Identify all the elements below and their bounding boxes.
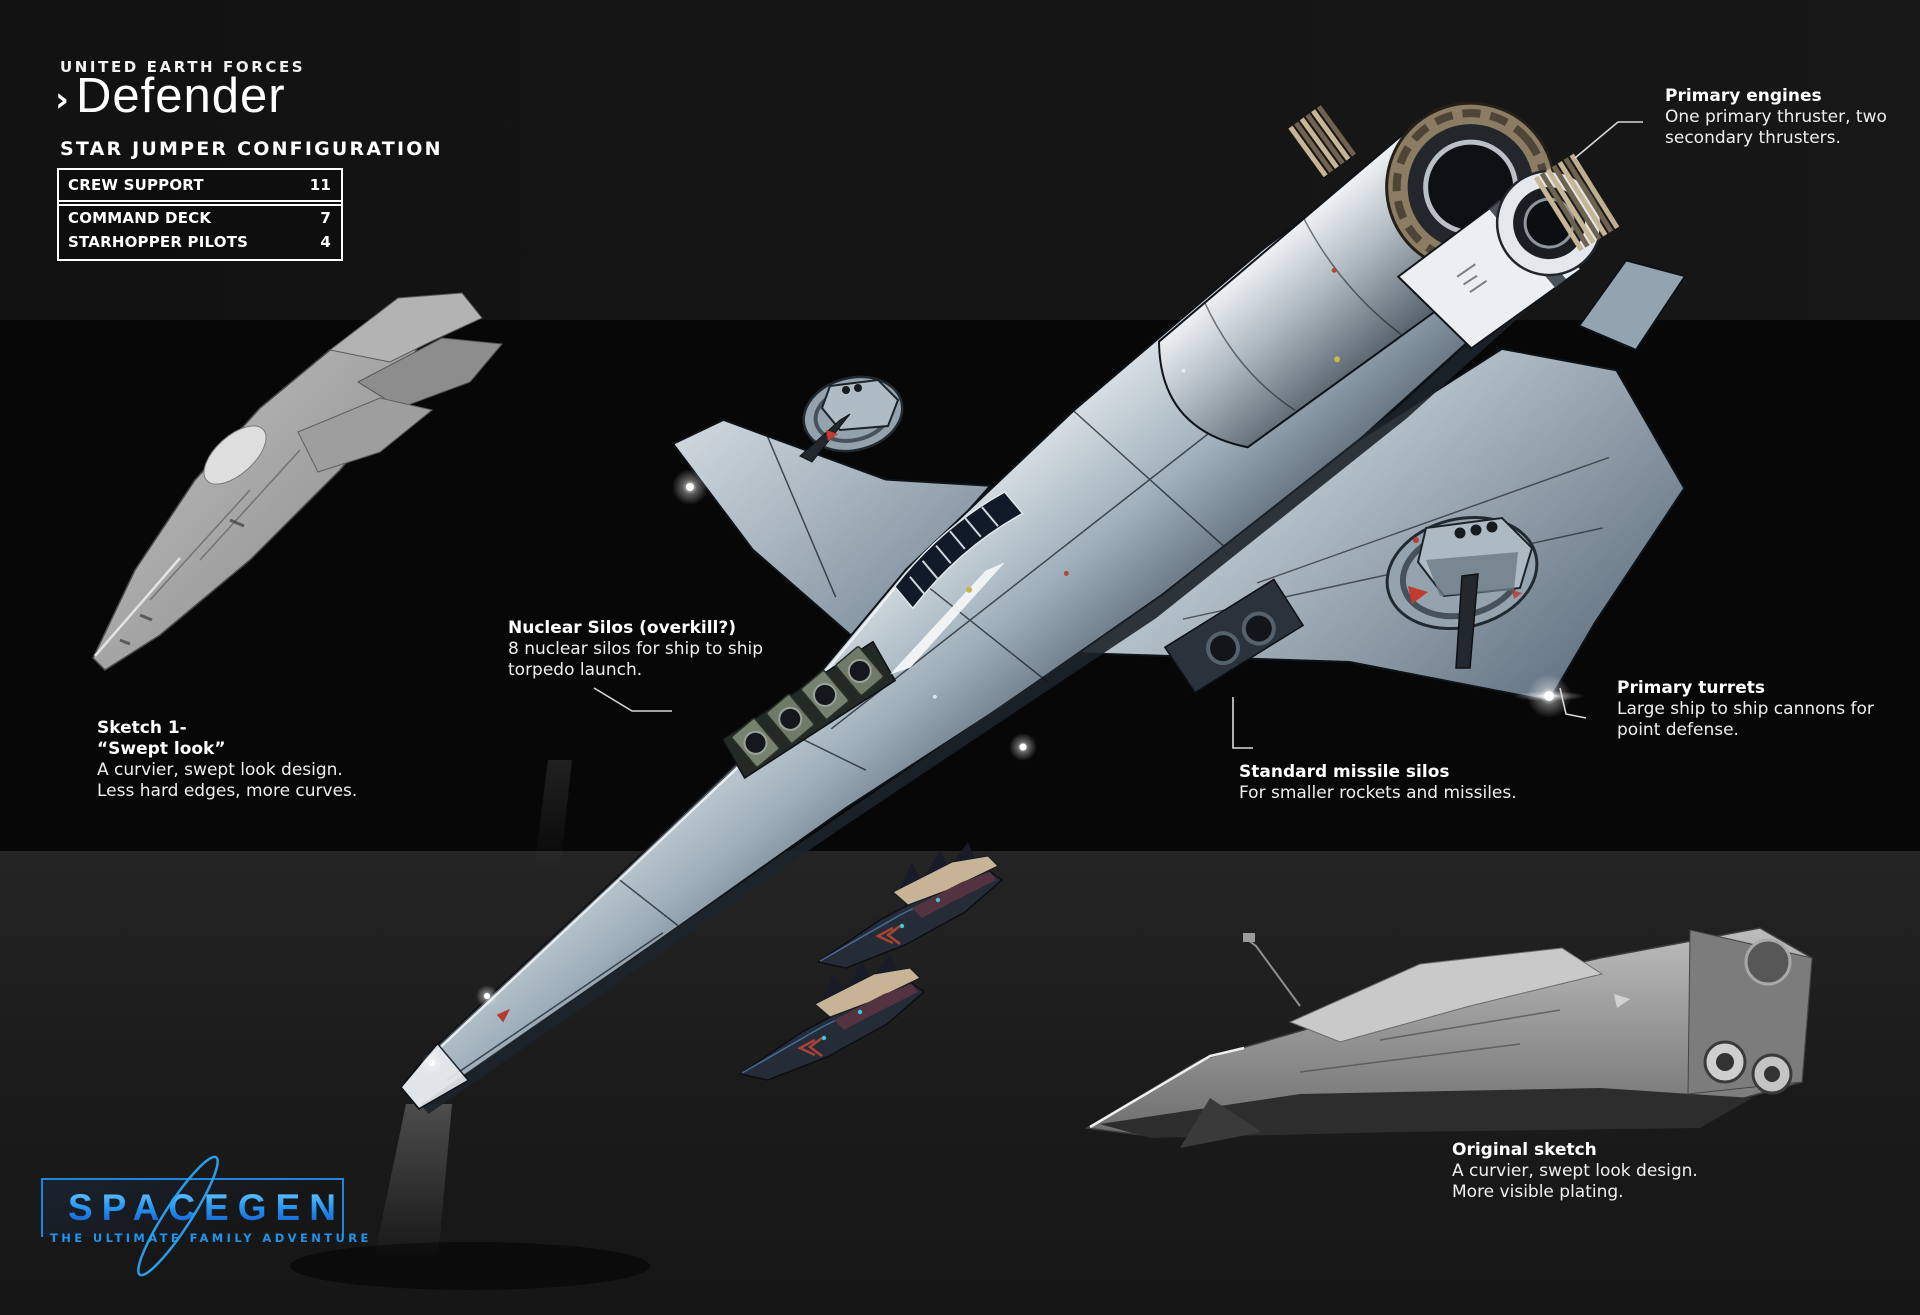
spec-row-crew-support: CREW SUPPORT 11 <box>59 170 341 202</box>
annotation-nuclear-silos: Nuclear Silos (overkill?) 8 nuclear silo… <box>508 618 808 681</box>
annotation-body: Large ship to ship cannons for point def… <box>1617 699 1874 740</box>
spec-table: CREW SUPPORT 11 COMMAND DECK 7 STARHOPPE… <box>57 168 343 261</box>
logo-wordmark: SPACEGEN <box>68 1187 345 1228</box>
sketch-ship-bottom-right <box>1084 927 1813 1148</box>
ship-name: Defender <box>76 69 286 123</box>
spec-label: CREW SUPPORT <box>68 176 204 194</box>
table-divider <box>59 204 341 206</box>
fighter-2 <box>738 952 926 1082</box>
leader-lines <box>593 121 1643 749</box>
leader-line-primary-engines <box>1574 121 1643 159</box>
annotation-title: Primary engines <box>1665 86 1822 106</box>
background-top-band <box>0 0 1920 320</box>
annotation-body: A curvier, swept look design. More visib… <box>1452 1161 1698 1202</box>
logo-tagline: THE ULTIMATE FAMILY ADVENTURE <box>50 1231 372 1245</box>
sketch-ship-top-left <box>92 292 503 671</box>
annotation-original-sketch: Original sketch A curvier, swept look de… <box>1452 1140 1752 1203</box>
leader-line-nuclear-silos <box>593 687 672 712</box>
annotation-title: Standard missile silos <box>1239 762 1450 782</box>
main-ship-illustration <box>290 101 1687 1290</box>
annotation-sketch-1: Sketch 1- “Swept look” A curvier, swept … <box>97 718 397 802</box>
annotation-body: One primary thruster, two secondary thru… <box>1665 107 1887 148</box>
chevron-icon: › <box>55 80 70 120</box>
configuration-subtitle: STAR JUMPER CONFIGURATION <box>60 138 443 160</box>
annotation-body: 8 nuclear silos for ship to ship torpedo… <box>508 639 764 680</box>
logo-tagline-row: THE ULTIMATE FAMILY ADVENTURE <box>41 1231 368 1245</box>
spec-label: STARHOPPER PILOTS <box>68 233 249 251</box>
annotation-primary-turrets: Primary turrets Large ship to ship canno… <box>1617 678 1897 741</box>
spec-value: 11 <box>309 176 331 194</box>
annotation-title: Nuclear Silos (overkill?) <box>508 618 737 638</box>
annotation-body: A curvier, swept look design. Less hard … <box>97 760 358 801</box>
annotation-standard-missile-silos: Standard missile silos For smaller rocke… <box>1239 762 1579 804</box>
spec-value: 7 <box>320 209 331 227</box>
primary-turret-right <box>1385 515 1539 669</box>
annotation-title: Primary turrets <box>1617 678 1766 698</box>
annotation-body: For smaller rockets and missiles. <box>1239 783 1517 803</box>
ship-title-row: › Defender <box>55 69 286 124</box>
leader-line-standard-missile-silos <box>1232 697 1253 749</box>
primary-turret-left <box>799 375 904 463</box>
spec-value: 4 <box>320 233 331 251</box>
annotation-primary-engines: Primary engines One primary thruster, tw… <box>1665 86 1920 149</box>
spec-row-command-deck: COMMAND DECK 7 <box>59 206 341 230</box>
org-title: UNITED EARTH FORCES <box>60 58 306 76</box>
fighter-1 <box>816 842 1004 969</box>
spacegen-logo: SPACEGEN THE ULTIMATE FAMILY ADVENTURE <box>41 1178 368 1245</box>
leader-line-primary-turrets <box>1559 687 1587 719</box>
spec-label: COMMAND DECK <box>68 209 212 227</box>
spec-row-starhopper-pilots: STARHOPPER PILOTS 4 <box>59 230 341 259</box>
glow-lights <box>421 469 1585 1074</box>
annotation-title: Original sketch <box>1452 1140 1597 1160</box>
annotation-title: Sketch 1- “Swept look” <box>97 718 226 759</box>
